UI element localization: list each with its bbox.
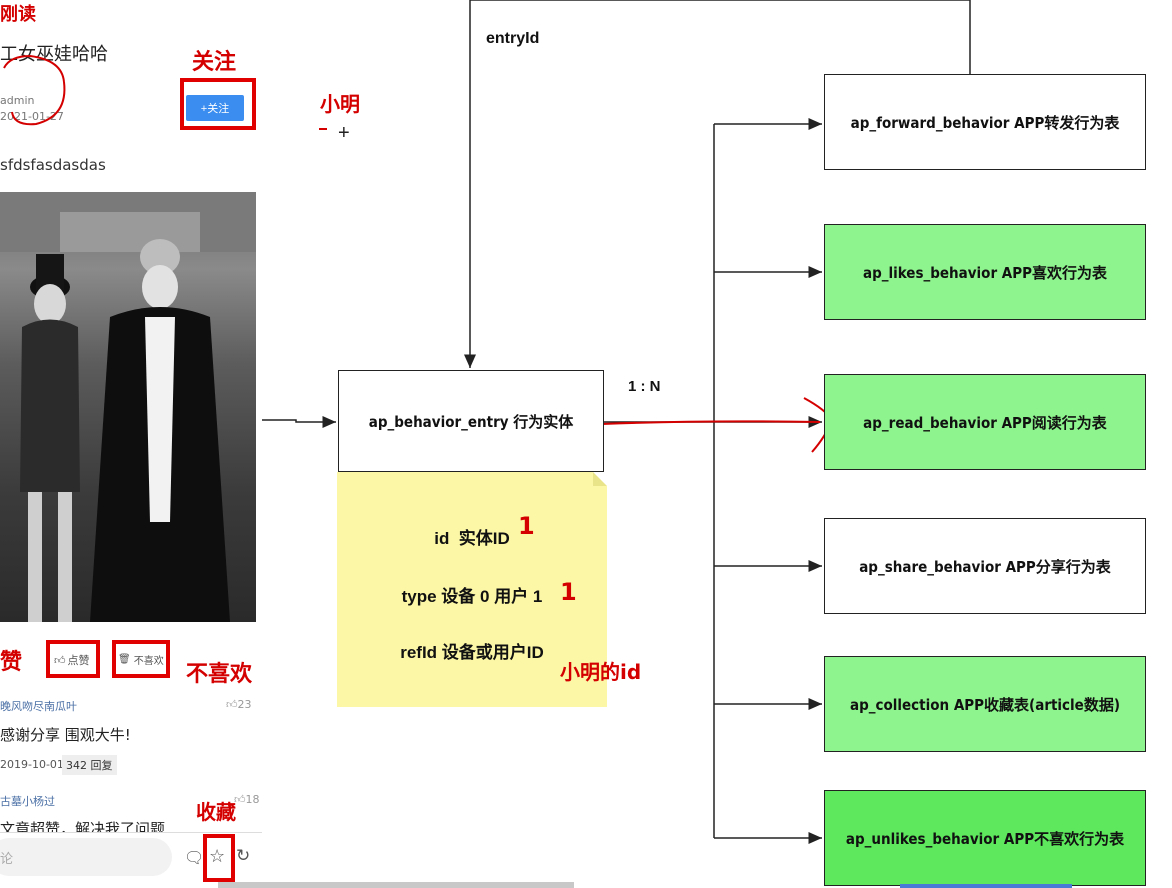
author-title: 工女巫娃哈哈: [0, 44, 108, 65]
red-read-path: [601, 420, 821, 425]
comment2-text: 文章超赞，解决我了问题: [0, 820, 166, 832]
app-screenshot-panel: 刚读 工女巫娃哈哈 关注 +关注 admin 2021-01-27 sfdsfa…: [0, 0, 574, 888]
trash-icon: 🗑︎: [118, 654, 131, 665]
note-type-line: type 设备 0 用户 1: [401, 587, 543, 606]
table-box-likes: ap_likes_behavior APP喜欢行为表: [824, 224, 1146, 320]
entity-note: id 实体ID type 设备 0 用户 1 refId 设备或用户ID: [337, 472, 607, 707]
annotation-follow: 关注: [192, 50, 237, 75]
table-box-forward: ap_forward_behavior APP转发行为表: [824, 74, 1146, 170]
like-button[interactable]: 👍︎点赞: [54, 653, 90, 668]
dislike-highlight-box: [112, 640, 170, 678]
collect-highlight-box: [203, 834, 235, 882]
entryid-connector: [464, 0, 971, 368]
cardinality-label: 1 : N: [628, 378, 661, 395]
note-refid-line: refId 设备或用户ID: [400, 643, 544, 662]
annotation-one-a: 1: [518, 512, 535, 540]
annotation-like: 赞: [0, 650, 23, 675]
comment1-user[interactable]: 晚风吻尽南瓜叶: [0, 700, 77, 713]
table-box-collection: ap_collection APP收藏表(article数据): [824, 656, 1146, 752]
table-label-share: ap_share_behavior APP分享行为表: [859, 557, 1111, 576]
table-label-likes: ap_likes_behavior APP喜欢行为表: [862, 263, 1108, 282]
annotation-xiaoming: 小明: [320, 92, 360, 116]
thumbs-up-icon: 👍︎: [226, 698, 238, 711]
thumbs-up-icon: 👍︎: [54, 653, 66, 667]
post-content: sfdsfasdasdas: [0, 156, 106, 174]
user-name: admin: [0, 94, 35, 107]
comment1-text: 感谢分享 围观大牛!: [0, 726, 131, 744]
table-box-share: ap_share_behavior APP分享行为表: [824, 518, 1146, 614]
like-highlight-box: [46, 640, 100, 678]
category-partial-label: 刚读: [0, 4, 36, 25]
annotation-collect: 收藏: [196, 800, 236, 824]
table-label-read: ap_read_behavior APP阅读行为表: [863, 413, 1107, 432]
comment-icon[interactable]: 🗨︎: [184, 850, 205, 867]
share-icon[interactable]: ↻: [236, 846, 251, 865]
comment1-likes: 👍︎23: [226, 698, 252, 711]
comment2-user[interactable]: 古墓小杨过: [0, 795, 55, 808]
annotation-dislike: 不喜欢: [186, 662, 253, 687]
horizontal-scrollbar[interactable]: [218, 882, 574, 888]
note-id-line: id 实体ID: [434, 529, 510, 548]
note-fold: [593, 472, 607, 486]
red-circle-admin: [3, 54, 66, 126]
follow-highlight-box: [180, 78, 256, 130]
dislike-button[interactable]: 🗑︎不喜欢: [118, 654, 164, 667]
star-icon[interactable]: ☆: [209, 846, 226, 866]
entryid-label: entryId: [486, 30, 540, 47]
entity-box: ap_behavior_entry 行为实体: [338, 370, 604, 472]
thumbs-up-icon: 👍︎: [234, 793, 246, 806]
follow-button[interactable]: +关注: [186, 95, 244, 121]
annotation-one-b: 1: [560, 578, 577, 606]
table-label-forward: ap_forward_behavior APP转发行为表: [850, 113, 1120, 132]
comment1-replies[interactable]: 342 回复: [62, 755, 117, 775]
red-mark: [319, 128, 327, 130]
bottom-scroll-indicator: [900, 884, 1072, 888]
table-label-collection: ap_collection APP收藏表(article数据): [850, 695, 1120, 714]
bottom-divider: [0, 832, 262, 833]
input-connector: [262, 416, 336, 428]
table-box-read: ap_read_behavior APP阅读行为表: [824, 374, 1146, 470]
table-box-unlikes: ap_unlikes_behavior APP不喜欢行为表: [824, 790, 1146, 886]
comment1-date: 2019-10-01 ·: [0, 758, 71, 771]
annotation-xiaoming-id: 小明的id: [560, 660, 642, 684]
comment2-likes: 👍︎18: [234, 793, 260, 806]
article-image: [0, 192, 256, 622]
crosshair-cursor-icon: +: [338, 122, 350, 144]
table-label-unlikes: ap_unlikes_behavior APP不喜欢行为表: [845, 829, 1125, 848]
comment-input[interactable]: 论: [0, 838, 172, 876]
